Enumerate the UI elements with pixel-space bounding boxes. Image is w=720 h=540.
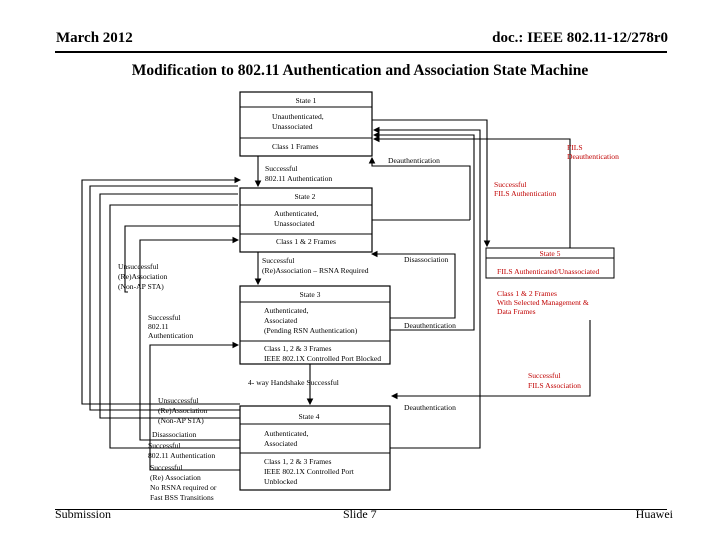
state-2-box: State 2 Authenticated, Unassociated Clas…	[239, 187, 373, 253]
footer-divider	[55, 509, 667, 510]
svg-text:(Pending RSN Authentication): (Pending RSN Authentication)	[264, 326, 358, 335]
state-1-box: State 1 Unauthenticated, Unassociated Cl…	[239, 91, 373, 157]
svg-text:FILS Authentication: FILS Authentication	[494, 189, 556, 198]
label-deauthentication-lower: Deauthentication	[404, 403, 456, 412]
svg-text:Deauthentication: Deauthentication	[567, 152, 619, 161]
state-4-box: State 4 Authenticated, Associated Class …	[239, 405, 391, 491]
slide-title: Modification to 802.11 Authentication an…	[131, 62, 589, 79]
svg-text:(Re) Association: (Re) Association	[150, 473, 201, 482]
svg-text:Unassociated: Unassociated	[274, 219, 315, 228]
svg-text:Fast BSS Transitions: Fast BSS Transitions	[150, 493, 214, 502]
footer-company: Huawei	[635, 507, 673, 521]
label-successful-reassociation-no-rsna: Successful	[150, 463, 182, 472]
svg-text:(Non-AP STA): (Non-AP STA)	[158, 416, 204, 425]
label-successful-auth-state3: Successful	[148, 313, 180, 322]
state-5-title: State 5	[540, 249, 561, 258]
svg-text:Associated: Associated	[264, 316, 298, 325]
transition-arrows	[81, 119, 591, 471]
svg-text:802.11: 802.11	[148, 322, 169, 331]
svg-text:Authentication: Authentication	[148, 331, 193, 340]
label-successful-fils-association: Successful	[528, 371, 560, 380]
svg-text:Associated: Associated	[264, 439, 298, 448]
svg-text:(Re)Association: (Re)Association	[158, 406, 208, 415]
svg-text:802.11 Authentication: 802.11 Authentication	[148, 451, 215, 460]
label-successful-fils-auth: Successful	[494, 180, 526, 189]
svg-text:Unauthenticated,: Unauthenticated,	[272, 112, 324, 121]
label-deauthentication-top: Deauthentication	[388, 156, 440, 165]
label-successful-auth-state4: Successful	[148, 441, 180, 450]
header-doc-id: doc.: IEEE 802.11-12/278r0	[492, 30, 668, 46]
svg-text:(Re)Association – RSNA Require: (Re)Association – RSNA Required	[262, 266, 369, 275]
svg-text:(Re)Association: (Re)Association	[118, 272, 168, 281]
svg-text:With Selected Management &: With Selected Management &	[497, 298, 589, 307]
svg-text:Data Frames: Data Frames	[497, 307, 536, 316]
header-divider	[55, 51, 667, 53]
svg-text:Unassociated: Unassociated	[272, 122, 313, 131]
label-disassociation-mid: Disassociation	[404, 255, 448, 264]
svg-text:Class 1 Frames: Class 1 Frames	[272, 142, 318, 151]
svg-text:No RSNA required or: No RSNA required or	[150, 483, 217, 492]
state-3-title: State 3	[300, 290, 321, 299]
svg-text:Authenticated,: Authenticated,	[274, 209, 319, 218]
footer-slide-number: Slide 7	[343, 507, 377, 521]
label-fils-deauthentication: FILS	[567, 143, 583, 152]
svg-text:Class 1, 2 & 3 Frames: Class 1, 2 & 3 Frames	[264, 457, 332, 466]
svg-text:Class 1 & 2 Frames: Class 1 & 2 Frames	[276, 237, 336, 246]
state-4-title: State 4	[299, 412, 320, 421]
svg-text:FILS Authenticated/Unassociate: FILS Authenticated/Unassociated	[497, 267, 599, 276]
svg-text:FILS Association: FILS Association	[528, 381, 581, 390]
state-1-title: State 1	[296, 96, 317, 105]
svg-text:Class 1 & 2 Frames: Class 1 & 2 Frames	[497, 289, 557, 298]
label-disassociation-lower: Disassociation	[152, 430, 196, 439]
state-3-box: State 3 Authenticated, Associated (Pendi…	[239, 285, 391, 365]
label-unsuccessful-reassociation: Unsuccessful	[118, 262, 159, 271]
svg-text:IEEE 802.1X Controlled Port Bl: IEEE 802.1X Controlled Port Blocked	[264, 354, 381, 363]
svg-text:IEEE 802.1X Controlled Port: IEEE 802.1X Controlled Port	[264, 467, 355, 476]
state-2-title: State 2	[295, 192, 316, 201]
svg-text:802.11 Authentication: 802.11 Authentication	[265, 174, 332, 183]
svg-text:(Non-AP STA): (Non-AP STA)	[118, 282, 164, 291]
header-date: March 2012	[56, 30, 133, 46]
svg-text:Class 1, 2 & 3 Frames: Class 1, 2 & 3 Frames	[264, 344, 332, 353]
label-successful-auth: Successful	[265, 164, 297, 173]
svg-text:Authenticated,: Authenticated,	[264, 429, 309, 438]
label-successful-reassociation: Successful	[262, 256, 294, 265]
state-5-box: State 5 FILS Authenticated/Unassociated …	[485, 247, 615, 316]
svg-text:Authenticated,: Authenticated,	[264, 306, 309, 315]
footer-submission: Submission	[55, 507, 112, 521]
svg-text:Unblocked: Unblocked	[264, 477, 298, 486]
label-four-way-handshake: 4- way Handshake Successful	[248, 378, 339, 387]
label-unsuccessful-reassociation-lower: Unsuccessful	[158, 396, 199, 405]
label-deauthentication-mid: Deauthentication	[404, 321, 456, 330]
